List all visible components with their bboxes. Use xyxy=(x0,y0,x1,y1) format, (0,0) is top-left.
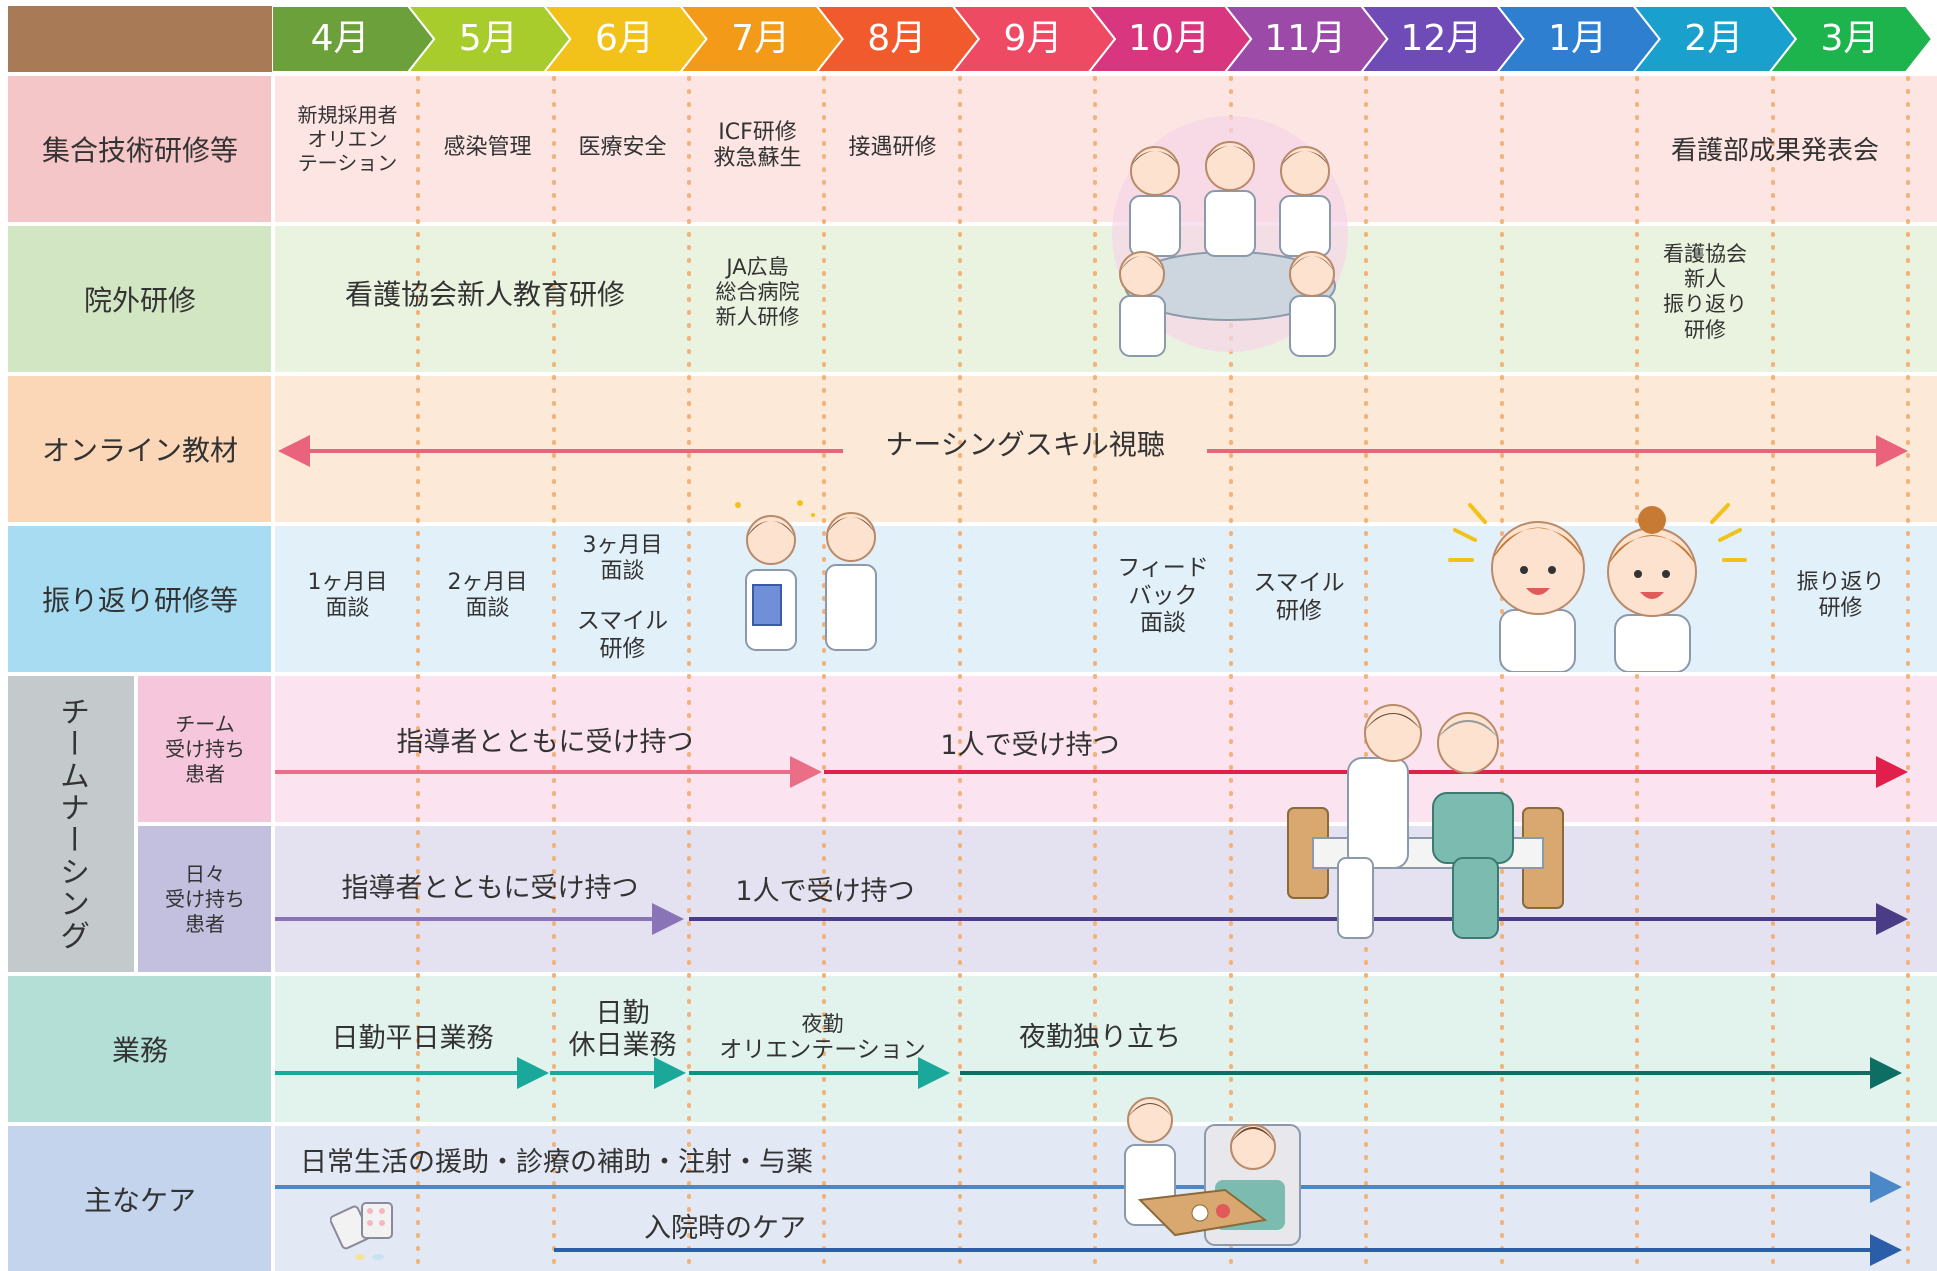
event-1month-interview: 1ヶ月目 面談 xyxy=(307,570,388,622)
month-timeline-bar xyxy=(272,6,1932,72)
month-label: 6月 xyxy=(594,18,654,59)
row-bg-group-training xyxy=(274,76,1937,222)
row-label-online: オンライン教材 xyxy=(8,376,272,522)
event-feedback-interview: フィード バック 面談 xyxy=(1117,555,1209,637)
sublabel-team-patients: チーム 受け持ち 患者 xyxy=(138,676,272,822)
row-bg-duties xyxy=(274,976,1937,1122)
row-label-care: 主なケア xyxy=(8,1126,272,1271)
month-label: 12月 xyxy=(1400,18,1483,59)
month-chevron xyxy=(543,6,708,72)
month-chevron xyxy=(1496,6,1661,72)
event-ja-hiroshima-training: JA広島 総合病院 新人研修 xyxy=(715,255,800,330)
daily-phase-independent: 1人で受け持つ xyxy=(735,876,915,907)
team-nursing-vertical-text: チームナーシング xyxy=(54,696,89,952)
month-label: 10月 xyxy=(1128,18,1210,59)
nurses-clipboard-illustration xyxy=(735,500,877,651)
row-bg-team-patients xyxy=(274,676,1937,822)
event-medical-safety: 医療安全 xyxy=(578,135,667,160)
month-label: 9月 xyxy=(1003,18,1063,59)
row-label-reflection: 振り返り研修等 xyxy=(8,526,272,672)
event-smile-training-nov: スマイル 研修 xyxy=(1253,570,1345,624)
month-chevron xyxy=(1632,6,1798,72)
month-chevron xyxy=(1360,6,1525,72)
team-phase-independent: 1人で受け持つ xyxy=(940,730,1120,761)
duty-night-orientation: オリエンテーション xyxy=(719,1037,926,1063)
row-label-team-nursing: チームナーシング xyxy=(8,676,134,972)
event-nursing-skill: ナーシングスキル視聴 xyxy=(885,428,1165,461)
care-daily-support: 日常生活の援助・診療の補助・注射・与薬 xyxy=(300,1147,813,1178)
month-label: 8月 xyxy=(867,18,927,59)
event-hospitality-training: 接遇研修 xyxy=(848,135,937,160)
month-chevron xyxy=(1087,6,1253,72)
row-bg-external-training xyxy=(274,226,1937,372)
event-icf-resuscitation: ICF研修 救急蘇生 xyxy=(713,120,802,172)
event-reflection-training: 振り返り 研修 xyxy=(1796,570,1885,622)
row-label-group-training: 集合技術研修等 xyxy=(8,76,272,222)
event-3month-interview: 3ヶ月目 面談 xyxy=(582,533,663,585)
event-infection-control: 感染管理 xyxy=(443,135,532,160)
event-new-nurse-education: 看護協会新人教育研修 xyxy=(344,278,625,311)
month-label: 1月 xyxy=(1548,18,1608,59)
medicine-icon xyxy=(330,1202,393,1260)
duty-night-independent: 夜勤独り立ち xyxy=(1019,1022,1181,1053)
cheerful-nurses-illustration xyxy=(1448,503,1747,672)
month-label: 4月 xyxy=(310,18,370,59)
month-chevron xyxy=(272,6,436,72)
event-2month-interview: 2ヶ月目 面談 xyxy=(447,570,528,622)
month-chevron xyxy=(1223,6,1389,72)
month-label: 2月 xyxy=(1684,18,1744,59)
event-smile-training-june: スマイル 研修 xyxy=(576,608,669,662)
event-orientation: 新規採用者 オリエン テーション xyxy=(297,103,398,175)
team-phase-with-preceptor: 指導者とともに受け持つ xyxy=(396,727,694,758)
duty-night-label: 夜勤 xyxy=(801,1012,844,1036)
month-label: 7月 xyxy=(731,18,791,59)
header-corner xyxy=(8,6,272,72)
month-label: 11月 xyxy=(1264,18,1347,59)
month-chevron xyxy=(679,6,844,72)
row-label-duties: 業務 xyxy=(8,976,272,1122)
nurse-feeding-patient-illustration xyxy=(1124,1097,1301,1246)
duty-holiday-day: 日勤 休日業務 xyxy=(568,998,677,1062)
month-label: 3月 xyxy=(1820,18,1880,59)
care-admission: 入院時のケア xyxy=(644,1213,806,1244)
month-chevron xyxy=(1768,6,1932,72)
event-results-presentation: 看護部成果発表会 xyxy=(1670,136,1879,166)
row-bg-care xyxy=(274,1126,1937,1271)
duty-weekday-day: 日勤平日業務 xyxy=(331,1023,494,1054)
sublabel-daily-patients: 日々 受け持ち 患者 xyxy=(138,826,272,972)
month-chevron xyxy=(406,6,572,72)
nurses-meeting-illustration xyxy=(1112,116,1348,357)
row-label-external-training: 院外研修 xyxy=(8,226,272,372)
month-chevron xyxy=(815,6,981,72)
month-chevron xyxy=(951,6,1117,72)
month-label: 5月 xyxy=(458,18,518,59)
row-bg-daily-patients xyxy=(274,826,1937,972)
nurse-assisting-patient-illustration xyxy=(1287,704,1564,939)
event-association-reflection: 看護協会 新人 振り返り 研修 xyxy=(1663,242,1747,342)
daily-phase-with-preceptor: 指導者とともに受け持つ xyxy=(341,873,639,904)
